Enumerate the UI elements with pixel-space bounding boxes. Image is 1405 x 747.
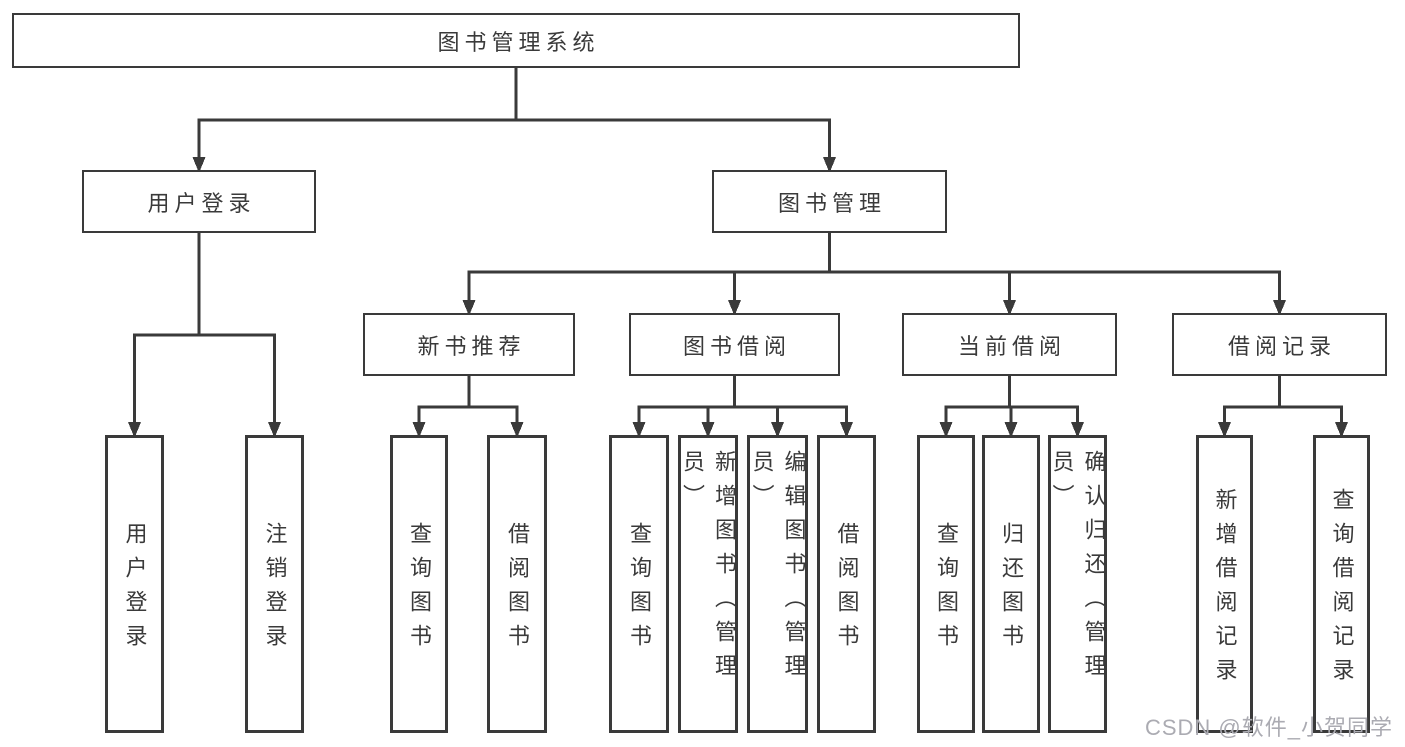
- node-leaf-bor-query: 查询图书: [609, 435, 669, 733]
- arrowhead-icon: [268, 422, 281, 438]
- node-label: 注销登录: [262, 522, 288, 658]
- node-label: 归还图书: [999, 522, 1024, 658]
- arrowhead-icon: [771, 422, 784, 438]
- arrowhead-icon: [510, 422, 524, 438]
- node-leaf-rcd-add: 新增借阅记录: [1196, 435, 1253, 733]
- node-label: 查询图书: [934, 522, 959, 658]
- node-label: 查询借阅记录: [1329, 488, 1355, 692]
- node-label: 确认归还（管理员）: [1049, 450, 1107, 688]
- node-leaf-user-login: 用户登录: [105, 435, 164, 733]
- node-label: 借阅图书: [505, 522, 530, 658]
- arrowhead-icon: [632, 422, 646, 438]
- arrowhead-icon: [1003, 300, 1016, 316]
- arrowhead-icon: [1335, 422, 1348, 438]
- node-label: 查询图书: [407, 522, 432, 658]
- node-leaf-cur-return: 归还图书: [982, 435, 1040, 733]
- arrowhead-icon: [462, 300, 476, 316]
- arrowhead-icon: [840, 422, 853, 438]
- node-records: 借阅记录: [1172, 313, 1387, 376]
- arrowhead-icon: [412, 422, 426, 438]
- node-label: 新增图书（管理员）: [680, 450, 737, 688]
- node-label: 用户登录: [122, 522, 148, 658]
- node-label: 新增借阅记录: [1212, 488, 1238, 692]
- node-leaf-cur-confirm: 确认归还（管理员）: [1048, 435, 1107, 733]
- node-label: 当前借阅: [957, 333, 1066, 359]
- node-label: 用户登录: [147, 190, 256, 216]
- node-login: 用户登录: [82, 170, 316, 233]
- arrowhead-icon: [1004, 422, 1018, 438]
- node-leaf-bor-edit: 编辑图书（管理员）: [747, 435, 808, 733]
- node-leaf-rec-query: 查询图书: [390, 435, 448, 733]
- arrowhead-icon: [192, 157, 206, 173]
- arrowhead-icon: [128, 422, 141, 438]
- node-leaf-rec-borrow: 借阅图书: [487, 435, 547, 733]
- node-label: 图书借阅: [682, 333, 791, 359]
- node-label: 编辑图书（管理员）: [749, 450, 807, 688]
- node-mgmt: 图书管理: [712, 170, 947, 233]
- node-leaf-cur-query: 查询图书: [917, 435, 975, 733]
- node-rec: 新书推荐: [363, 313, 575, 376]
- arrowhead-icon: [728, 300, 741, 316]
- node-leaf-rcd-query: 查询借阅记录: [1313, 435, 1370, 733]
- node-label: 图书管理: [777, 190, 886, 216]
- arrowhead-icon: [1273, 300, 1286, 316]
- node-borrow: 图书借阅: [629, 313, 840, 376]
- node-label: 查询图书: [627, 522, 652, 658]
- arrowhead-icon: [701, 422, 715, 438]
- arrowhead-icon: [1071, 422, 1084, 438]
- arrowhead-icon: [823, 157, 836, 173]
- node-leaf-bor-add: 新增图书（管理员）: [678, 435, 738, 733]
- node-current: 当前借阅: [902, 313, 1117, 376]
- node-label: 图书管理系统: [437, 29, 600, 55]
- watermark: CSDN @软件_小贺同学: [1144, 715, 1393, 740]
- arrowhead-icon: [1218, 422, 1231, 438]
- node-label: 借阅图书: [834, 522, 860, 658]
- node-label: 借阅记录: [1227, 333, 1336, 359]
- arrowhead-icon: [939, 422, 953, 438]
- node-leaf-bor-borrow: 借阅图书: [817, 435, 876, 733]
- node-label: 新书推荐: [417, 333, 526, 359]
- node-root: 图书管理系统: [12, 13, 1020, 68]
- node-leaf-logout: 注销登录: [245, 435, 304, 733]
